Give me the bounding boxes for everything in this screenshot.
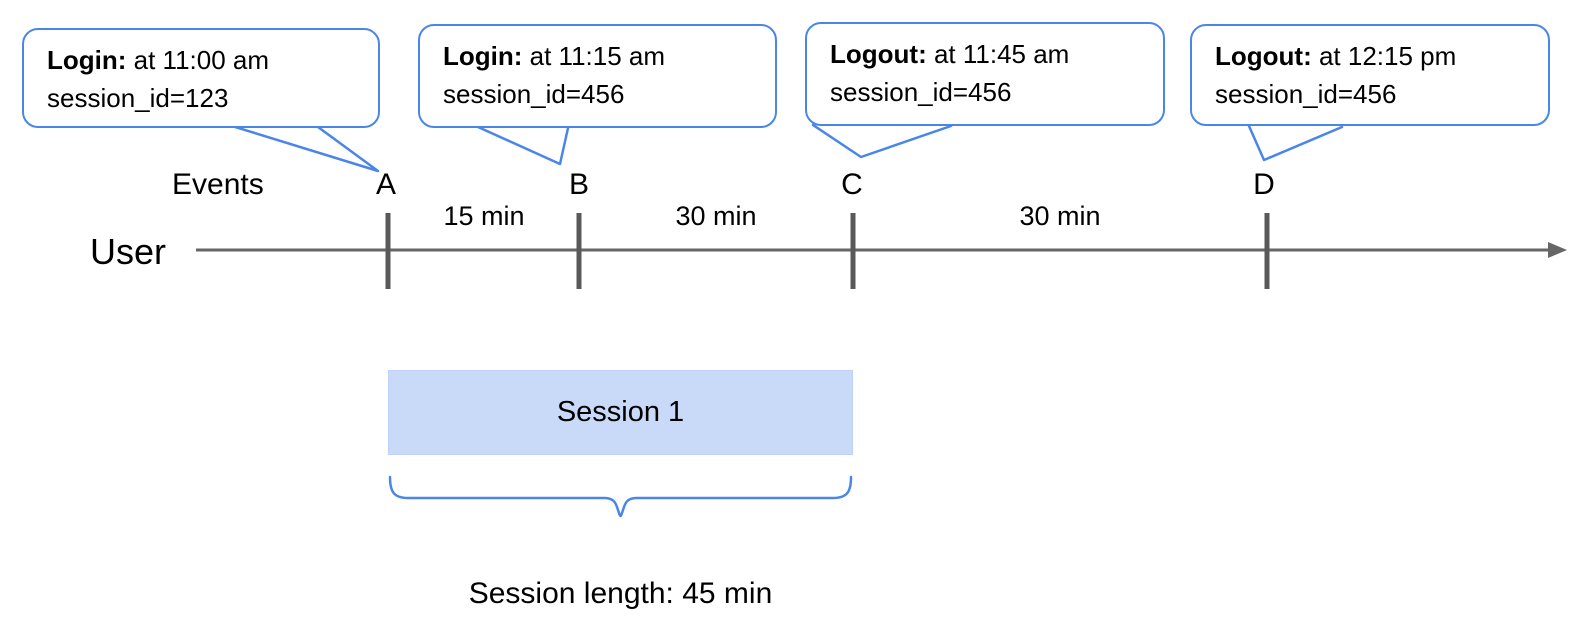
interval-label-ab: 15 min — [443, 201, 525, 231]
callout-logout-c: Logout: at 11:45 am session_id=456 — [805, 22, 1165, 126]
callout-line1: Login: at 11:15 am — [443, 37, 755, 75]
session-brace — [388, 475, 853, 518]
tick-b — [576, 213, 582, 289]
user-axis-label: User — [90, 231, 167, 272]
event-marker-a: A — [375, 168, 397, 201]
callout-session-id: session_id=456 — [443, 79, 625, 109]
event-marker-c: C — [841, 168, 863, 201]
callout-tail-b-outline — [476, 125, 570, 166]
callout-event-type: Login: — [47, 45, 127, 75]
session-box-label: Session 1 — [556, 396, 685, 428]
tick-d — [1264, 213, 1270, 289]
callout-tail-a — [232, 126, 378, 171]
callout-session-id: session_id=456 — [1215, 79, 1397, 109]
callout-tail-c-outline — [811, 123, 953, 159]
timeline-arrowhead-icon — [1548, 242, 1567, 258]
callout-session-id: session_id=123 — [47, 83, 229, 113]
callout-login-a: Login: at 11:00 am session_id=123 — [22, 28, 380, 128]
interval-label-cd: 30 min — [1019, 201, 1101, 231]
callout-event-type: Login: — [443, 41, 523, 71]
interval-label-bc: 30 min — [675, 201, 757, 231]
session-length-label: Session length: 45 min — [468, 577, 773, 610]
callout-logout-d: Logout: at 12:15 pm session_id=456 — [1190, 24, 1550, 126]
tick-c — [850, 213, 856, 289]
callout-line1: Logout: at 12:15 pm — [1215, 37, 1528, 75]
callout-login-b: Login: at 11:15 am session_id=456 — [418, 24, 777, 128]
callout-event-time: at 11:45 am — [926, 39, 1070, 69]
callout-line1: Login: at 11:00 am — [47, 41, 358, 79]
callout-tail-d — [1249, 126, 1342, 160]
callout-line1: Logout: at 11:45 am — [830, 35, 1143, 73]
callout-tail-a-outline — [230, 124, 380, 173]
callout-event-type: Logout: — [1215, 41, 1312, 71]
event-marker-d: D — [1253, 168, 1275, 201]
event-marker-b: B — [568, 168, 590, 201]
callout-tail-d-outline — [1247, 124, 1344, 162]
callout-event-time: at 11:00 am — [126, 45, 270, 75]
callout-event-time: at 12:15 pm — [1311, 41, 1457, 71]
tick-a — [385, 213, 391, 289]
callout-tail-c — [813, 125, 951, 157]
callout-tail-b — [478, 127, 568, 164]
callout-event-type: Logout: — [830, 39, 927, 69]
session-box: Session 1 — [388, 370, 853, 455]
events-axis-label: Events — [172, 168, 264, 201]
callout-session-id: session_id=456 — [830, 77, 1012, 107]
callout-event-time: at 11:15 am — [522, 41, 666, 71]
